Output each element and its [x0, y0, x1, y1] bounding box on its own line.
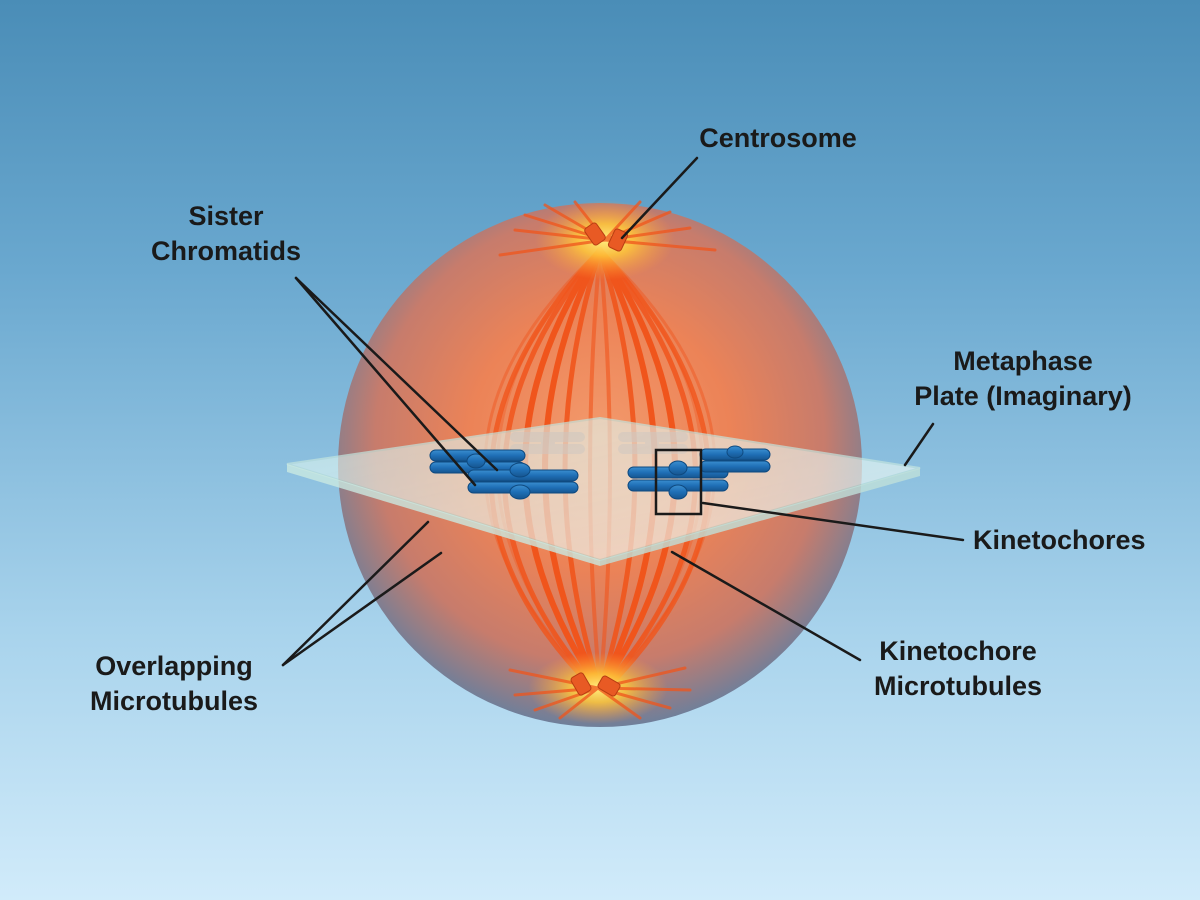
kinetochore-microtubules-leader-line	[670, 550, 862, 662]
bottom-centrioles	[570, 672, 621, 697]
sister-chromatids-right	[627, 445, 771, 500]
leader-lines	[281, 156, 965, 667]
sister-chromatids-leader-line-2	[294, 276, 477, 487]
overlapping-microtubules-leader-line-1	[281, 520, 430, 667]
sister-chromatids-left	[429, 449, 579, 500]
label-metaphase-plate: Metaphase Plate (Imaginary)	[914, 346, 1132, 411]
sister-chromatids-leader-line-1	[294, 276, 499, 472]
label-sister-chromatids: Sister Chromatids	[150, 201, 302, 266]
kinetochores-leader-line	[701, 501, 965, 542]
top-centrioles	[584, 222, 629, 252]
label-kinetochores: Kinetochores	[973, 525, 1146, 555]
centrosome-leader-line	[620, 156, 699, 240]
label-overlapping-microtubules: Overlapping Microtubules	[89, 651, 259, 716]
label-kinetochore-microtubules: Kinetochore Microtubules	[873, 636, 1043, 701]
kinetochore-highlight-box	[654, 448, 703, 516]
overlapping-microtubules-leader-line-2	[281, 551, 443, 667]
metaphase-plate-leader-line	[903, 422, 935, 467]
label-centrosome: Centrosome	[699, 123, 857, 153]
